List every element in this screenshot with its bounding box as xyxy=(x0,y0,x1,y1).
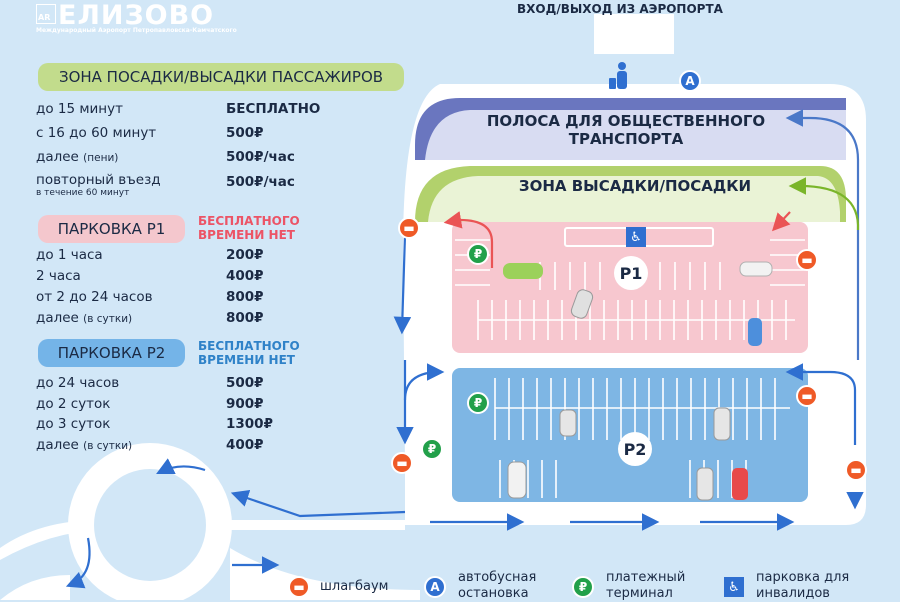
dropoff-row-price: 500₽/час xyxy=(226,174,295,190)
car xyxy=(748,318,762,346)
barrier-icon: ▬ xyxy=(391,452,413,474)
p1-free-note-line: ВРЕМЕНИ НЕТ xyxy=(198,228,295,242)
dropoff-row-note: (пени) xyxy=(83,152,119,164)
legend-bus-stop-label: автобусная остановка xyxy=(458,570,536,602)
public-transport-lane-line: ТРАНСПОРТА xyxy=(568,130,684,148)
p2-free-note: БЕСПЛАТНОГО ВРЕМЕНИ НЕТ xyxy=(198,339,300,367)
p1-free-note: БЕСПЛАТНОГО ВРЕМЕНИ НЕТ xyxy=(198,214,300,242)
barrier-icon: ▬ xyxy=(796,385,818,407)
p1-row-price: 800₽ xyxy=(226,289,264,305)
p2-pricing-title: ПАРКОВКА Р2 xyxy=(38,339,185,367)
p1-row-label: 2 часа xyxy=(36,268,81,284)
p1-row-note: (в сутки) xyxy=(83,313,133,325)
legend-disabled-parking-line: инвалидов xyxy=(756,586,830,601)
payment-terminal-icon: ₽ xyxy=(421,438,443,460)
bus-stop-icon: A xyxy=(679,70,701,92)
legend-bus-stop-line: автобусная xyxy=(458,570,537,585)
disabled-parking-icon: ♿ xyxy=(626,227,646,247)
legend-payment-terminal-line: платежный xyxy=(606,570,686,585)
dropoff-row-label-text: далее xyxy=(36,149,79,165)
p1-pricing-title: ПАРКОВКА Р1 xyxy=(38,215,185,243)
barrier-icon: ▬ xyxy=(398,217,420,239)
dropoff-row-label: до 15 минут xyxy=(36,101,123,117)
public-transport-lane-label: ПОЛОСА ДЛЯ ОБЩЕСТВЕННОГО ТРАНСПОРТА xyxy=(456,112,796,148)
payment-terminal-icon: ₽ xyxy=(467,243,489,265)
legend-payment-terminal-line: терминал xyxy=(606,586,673,601)
dropoff-row-label: далее (пени) xyxy=(36,149,118,165)
p1-row-price: 400₽ xyxy=(226,268,264,284)
barrier-icon: ▬ xyxy=(845,459,867,481)
p2-row-price: 1300₽ xyxy=(226,416,273,432)
p1-row-price: 800₽ xyxy=(226,310,264,326)
payment-terminal-icon: ₽ xyxy=(467,392,489,414)
p2-row-price: 900₽ xyxy=(226,396,264,412)
p2-label: P2 xyxy=(618,432,652,466)
barrier-icon: ▬ xyxy=(288,576,310,598)
p2-row-label: до 24 часов xyxy=(36,375,120,391)
logo-name: ЕЛИЗОВО xyxy=(58,0,215,31)
dropoff-row-sub: в течение 60 минут xyxy=(36,188,130,198)
p1-row-label: до 1 часа xyxy=(36,247,103,263)
p1-free-note-line: БЕСПЛАТНОГО xyxy=(198,214,300,228)
p2-row-note: (в сутки) xyxy=(83,440,133,452)
p1-label: P1 xyxy=(614,256,648,290)
legend-bus-stop-line: остановка xyxy=(458,586,529,601)
p1-row-label: далее (в сутки) xyxy=(36,310,132,326)
barrier-icon: ▬ xyxy=(796,249,818,271)
dropoff-row-label: повторный въезд xyxy=(36,172,161,188)
disabled-parking-icon: ♿ xyxy=(724,577,744,597)
p2-row-label: до 3 суток xyxy=(36,416,111,432)
public-transport-lane-line: ПОЛОСА ДЛЯ ОБЩЕСТВЕННОГО xyxy=(486,112,766,130)
car xyxy=(732,468,748,500)
car xyxy=(503,263,543,279)
logo-mark: AR xyxy=(36,4,56,24)
legend-disabled-parking-label: парковка для инвалидов xyxy=(756,570,849,602)
p2-free-note-line: ВРЕМЕНИ НЕТ xyxy=(198,353,295,367)
car xyxy=(570,289,594,319)
p2-row-price: 400₽ xyxy=(226,437,264,453)
dropoff-zone-label: ЗОНА ВЫСАДКИ/ПОСАДКИ xyxy=(518,177,752,195)
bus-stop-icon: A xyxy=(424,576,446,598)
p2-free-note-line: БЕСПЛАТНОГО xyxy=(198,339,300,353)
p2-row-label: далее (в сутки) xyxy=(36,437,132,453)
p2-row-label: до 2 суток xyxy=(36,396,111,412)
entrance-label: ВХОД/ВЫХОД ИЗ АЭРОПОРТА xyxy=(517,2,723,16)
car xyxy=(739,261,773,277)
dropoff-row-price: БЕСПЛАТНО xyxy=(226,101,321,117)
legend-disabled-parking-line: парковка для xyxy=(756,570,850,585)
dropoff-pricing-title: ЗОНА ПОСАДКИ/ВЫСАДКИ ПАССАЖИРОВ xyxy=(38,63,404,91)
passenger-icon xyxy=(609,62,627,89)
dropoff-row-price: 500₽/час xyxy=(226,149,295,165)
p1-row-label: от 2 до 24 часов xyxy=(36,289,153,305)
car xyxy=(696,467,714,501)
terminal-entrance xyxy=(594,14,674,54)
car xyxy=(507,461,527,499)
legend-barrier-label: шлагбаум xyxy=(320,579,389,594)
p2-row-label-text: далее xyxy=(36,437,79,453)
legend-payment-terminal-label: платежный терминал xyxy=(606,570,685,602)
p2-row-price: 500₽ xyxy=(226,375,264,391)
logo-subtitle: Международный Аэропорт Петропавловска-Ка… xyxy=(36,27,237,34)
payment-terminal-icon: ₽ xyxy=(572,576,594,598)
car xyxy=(559,409,577,437)
dropoff-row-price: 500₽ xyxy=(226,125,264,141)
p1-row-price: 200₽ xyxy=(226,247,264,263)
car xyxy=(713,407,731,441)
dropoff-row-label: с 16 до 60 минут xyxy=(36,125,157,141)
p1-row-label-text: далее xyxy=(36,310,79,326)
